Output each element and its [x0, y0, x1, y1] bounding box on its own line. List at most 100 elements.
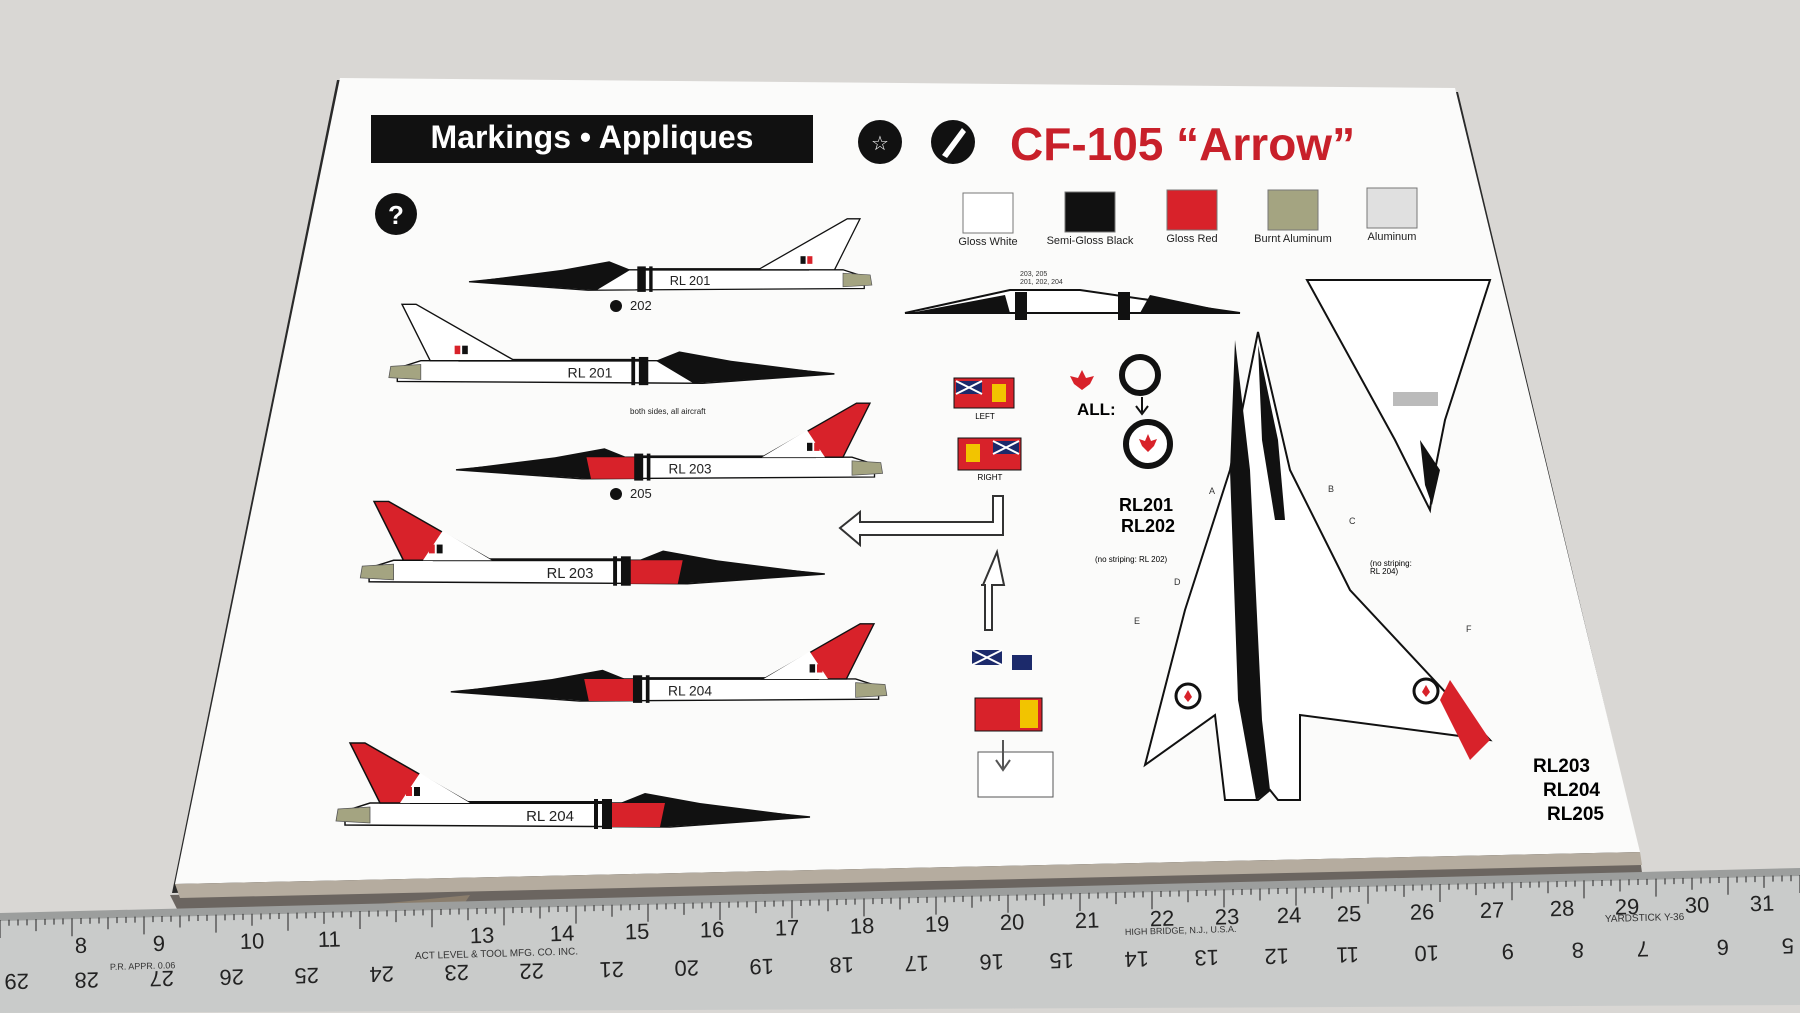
- ruler-top-number: 15: [624, 919, 649, 945]
- ruler-bottom-number: 23: [444, 960, 469, 986]
- aircraft-profile-5: RL 204: [450, 623, 888, 703]
- ruler-bottom-number: 29: [4, 969, 29, 995]
- aircraft-profile-2: RL 201: [388, 303, 835, 386]
- ruler-bottom-number: 13: [1194, 945, 1219, 971]
- ruler-bottom-number: 15: [1049, 948, 1074, 974]
- ruler-bottom-number: 5: [1781, 933, 1794, 958]
- callout-letter-A: A: [1209, 486, 1215, 496]
- ruler-bottom-number: 11: [1336, 942, 1359, 968]
- page-title: CF-105 “Arrow”: [1010, 118, 1355, 170]
- note-no-striping-202: (no striping: RL 202): [1095, 555, 1168, 564]
- ruler-city: HIGH BRIDGE, N.J., U.S.A.: [1125, 924, 1237, 937]
- aircraft-serial-4: RL 203: [547, 566, 594, 582]
- callout-1: 203, 205: [1020, 271, 1047, 278]
- ruler-top-number: 10: [239, 928, 264, 954]
- aircraft-serial-2: RL 201: [568, 365, 613, 381]
- ruler-top-number: 25: [1336, 901, 1361, 927]
- box-worn-edge: [175, 852, 1642, 898]
- ruler-top-number: 14: [549, 921, 574, 947]
- aircraft-note-2: both sides, all aircraft: [630, 407, 706, 416]
- ruler-bottom-number: 9: [1501, 939, 1514, 964]
- planform-view: (no striping: RL 202) (no striping: RL 2…: [1095, 331, 1493, 801]
- ruler-bottom-number: 20: [674, 955, 699, 981]
- brush-glyph: [942, 128, 966, 158]
- ruler-bottom-number: 8: [1571, 937, 1584, 962]
- callout-letter-B: B: [1328, 484, 1334, 494]
- ruler-bottom-number: 12: [1264, 943, 1289, 969]
- ruler-bottom-number: 18: [829, 952, 854, 978]
- ruler-top-number: 26: [1409, 899, 1434, 925]
- ruler-bottom-number: 17: [904, 951, 929, 977]
- swatch-label-2: Semi-Gloss Black: [1047, 235, 1134, 247]
- swatch-label-5: Aluminum: [1368, 231, 1417, 243]
- ruler-top-number: 28: [1549, 896, 1574, 922]
- ruler-top-number: 22: [1149, 906, 1174, 932]
- group-a-1: RL201: [1119, 495, 1173, 515]
- ruler-top-number: 21: [1074, 907, 1099, 933]
- rear-view: [1305, 279, 1492, 514]
- maple-leaf-icon: [1070, 370, 1094, 390]
- aircraft-serial-5: RL 204: [668, 684, 712, 699]
- ruler-top-number: 8: [74, 933, 87, 958]
- swatch-label-1: Gloss White: [958, 236, 1017, 248]
- aircraft-callout-3: 205: [630, 486, 652, 501]
- ruler-bottom-number: 7: [1636, 936, 1649, 961]
- ruler-bottom-number: 22: [519, 958, 544, 984]
- ruler-bottom-number: 21: [599, 957, 624, 983]
- ruler-bottom-number: 27: [149, 966, 174, 992]
- ruler-top-number: 19: [924, 911, 949, 937]
- roundel-group: ALL:: [1070, 354, 1173, 469]
- ruler-top-number: 11: [317, 926, 340, 952]
- ruler-stamp: P.R. APPR. 0.06: [110, 960, 176, 972]
- markings-label: Markings • Appliques: [431, 119, 754, 155]
- ruler-bottom-number: 10: [1414, 940, 1439, 966]
- group-b-3: RL205: [1547, 804, 1604, 825]
- note-no-striping-204a: (no striping:: [1370, 559, 1412, 568]
- markings-header-bar: [371, 115, 813, 163]
- aircraft-serial-1: RL 201: [670, 273, 711, 288]
- aircraft-callout-1: 202: [630, 298, 652, 313]
- roundel-ring: [1119, 354, 1161, 396]
- ruler-model: YARDSTICK Y-36: [1605, 912, 1685, 925]
- ruler-top-number: 18: [849, 913, 874, 939]
- yardstick-ruler: 8 9 10 11 13 14 15 16 17 18 19 20 21 22 23 24 25 26 27 28 29…: [0, 868, 1800, 1013]
- swatch-3: [1166, 189, 1218, 231]
- callout-badge-icon-3: [610, 488, 622, 500]
- swatch-label-3: Gloss Red: [1166, 233, 1217, 245]
- aircraft-profile-1: RL 201: [468, 218, 873, 292]
- group-a-2: RL202: [1121, 516, 1175, 536]
- swatch-5: [1366, 187, 1418, 229]
- ruler-top-number: 16: [699, 917, 724, 943]
- ruler-top-number: 17: [774, 915, 799, 941]
- roundel-label: ALL:: [1077, 400, 1116, 419]
- aircraft-serial-6: RL 204: [526, 808, 574, 825]
- flag-left-label: LEFT: [975, 412, 995, 421]
- ruler-maker: ACT LEVEL & TOOL MFG. CO. INC.: [415, 946, 578, 962]
- swatch-4: [1267, 189, 1319, 231]
- ruler-top-number: 24: [1276, 902, 1301, 928]
- callout-badge-icon-1: [610, 300, 622, 312]
- ruler-top-number: 13: [469, 923, 494, 949]
- ruler-top-number: 23: [1214, 904, 1239, 930]
- question-glyph: ?: [388, 200, 404, 230]
- flag-left: LEFT: [953, 377, 1015, 421]
- arrow-diagram: [838, 495, 1006, 631]
- ruler-top-number: 29: [1614, 894, 1639, 920]
- aircraft-profile-3: RL 203: [455, 402, 884, 481]
- flag-right: RIGHT: [957, 437, 1022, 482]
- ruler-top-number: 30: [1684, 892, 1709, 918]
- ruler-bottom-number: 16: [979, 949, 1004, 975]
- flag-right-label: RIGHT: [978, 473, 1003, 482]
- callout-letter-D: D: [1174, 577, 1181, 587]
- ruler-bottom-number: 25: [294, 963, 319, 989]
- ruler-bottom-number: 24: [369, 961, 394, 987]
- callout-letter-E: E: [1134, 616, 1140, 626]
- callout-letter-F: F: [1466, 624, 1472, 634]
- decal-icon: [858, 120, 902, 164]
- group-b-1: RL203: [1533, 756, 1590, 777]
- ruler-top-number: 9: [152, 931, 165, 956]
- decal-icon-glyph: ☆: [871, 133, 889, 155]
